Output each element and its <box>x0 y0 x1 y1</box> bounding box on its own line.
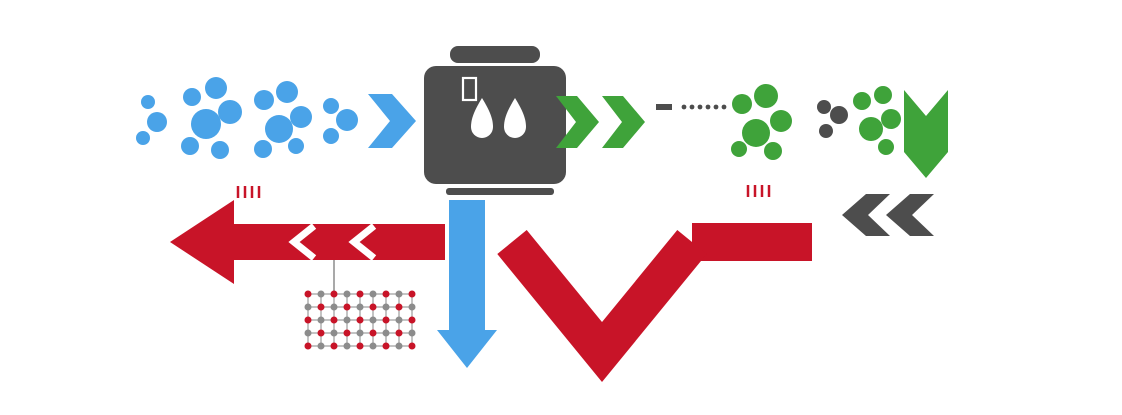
red-arrow-separators <box>288 223 377 261</box>
generated-dot <box>713 104 719 110</box>
generated-dot <box>408 342 416 350</box>
dark-atom-cluster <box>817 100 848 138</box>
furnace-body <box>424 66 566 184</box>
generated-dot <box>317 303 325 311</box>
red-tick-marks-right <box>746 185 771 197</box>
generated-dot <box>408 290 416 298</box>
green-chevron-arrows <box>556 96 645 148</box>
generated-dot <box>356 290 364 298</box>
red-tick-marks-left <box>236 186 261 198</box>
reactant-molecule-1 <box>136 95 167 145</box>
generated-dot <box>304 342 312 350</box>
generated-dot <box>343 329 351 337</box>
generated-dot <box>395 290 403 298</box>
generated-dot <box>330 290 338 298</box>
generated-dot <box>382 316 390 324</box>
generated-dot <box>689 104 695 110</box>
furnace-lid <box>450 46 540 63</box>
reactant-molecule-4 <box>323 98 358 144</box>
green-down-chevron-icon <box>904 90 948 178</box>
dotted-bond-dots <box>681 104 727 110</box>
generated-dot <box>330 303 338 311</box>
generated-dot <box>330 329 338 337</box>
dark-left-chevrons <box>842 194 934 236</box>
bond-dash-icon <box>656 104 672 110</box>
furnace <box>424 46 566 195</box>
generated-dot <box>304 329 312 337</box>
generated-dot <box>382 290 390 298</box>
red-ribbon-right-segment <box>692 223 812 261</box>
separator-chevron-2 <box>348 223 377 261</box>
generated-dot <box>317 342 325 350</box>
generated-dot <box>369 329 377 337</box>
generated-dot <box>369 290 377 298</box>
reactant-molecule-2 <box>181 77 242 159</box>
generated-dot <box>369 342 377 350</box>
generated-dot <box>395 303 403 311</box>
generated-dot <box>343 303 351 311</box>
generated-dot <box>395 316 403 324</box>
green-chevron-1-icon <box>556 96 599 148</box>
generated-dot <box>395 329 403 337</box>
generated-dot <box>317 329 325 337</box>
generated-dot <box>408 329 416 337</box>
dark-chevron-1-icon <box>842 194 890 236</box>
generated-dot <box>369 316 377 324</box>
generated-dot <box>681 104 687 110</box>
generated-dot <box>304 303 312 311</box>
generated-dot <box>304 316 312 324</box>
blue-down-arrow <box>437 200 497 368</box>
red-ribbon-dip-segment <box>497 229 707 383</box>
dark-chevron-2-icon <box>886 194 934 236</box>
blue-chevron-arrow-icon <box>368 94 416 148</box>
generated-dot <box>343 342 351 350</box>
generated-dot <box>382 303 390 311</box>
crystal-lattice <box>304 290 416 350</box>
red-left-arrow <box>170 200 445 284</box>
furnace-base <box>446 188 554 195</box>
generated-dot <box>382 342 390 350</box>
product-molecule-2 <box>853 86 901 155</box>
generated-dot <box>356 329 364 337</box>
generated-dot <box>697 104 703 110</box>
generated-dot <box>304 290 312 298</box>
reactant-molecule-3 <box>254 81 312 158</box>
furnace-gauge-icon <box>461 76 478 102</box>
generated-dot <box>356 303 364 311</box>
generated-dot <box>705 104 711 110</box>
green-chevron-2-icon <box>602 96 645 148</box>
product-molecule-1 <box>731 84 792 160</box>
generated-dot <box>395 342 403 350</box>
separator-chevron-1 <box>288 223 317 261</box>
generated-dot <box>330 342 338 350</box>
generated-dot <box>317 290 325 298</box>
generated-dot <box>343 316 351 324</box>
dotted-bond <box>656 104 727 110</box>
generated-dot <box>317 316 325 324</box>
generated-dot <box>356 342 364 350</box>
furnace-droplet-1-icon <box>471 98 493 138</box>
generated-dot <box>408 316 416 324</box>
generated-dot <box>382 329 390 337</box>
generated-dot <box>343 290 351 298</box>
generated-dot <box>369 303 377 311</box>
generated-dot <box>356 316 364 324</box>
generated-dot <box>408 303 416 311</box>
furnace-droplet-2-icon <box>504 98 526 138</box>
generated-dot <box>721 104 727 110</box>
generated-dot <box>330 316 338 324</box>
